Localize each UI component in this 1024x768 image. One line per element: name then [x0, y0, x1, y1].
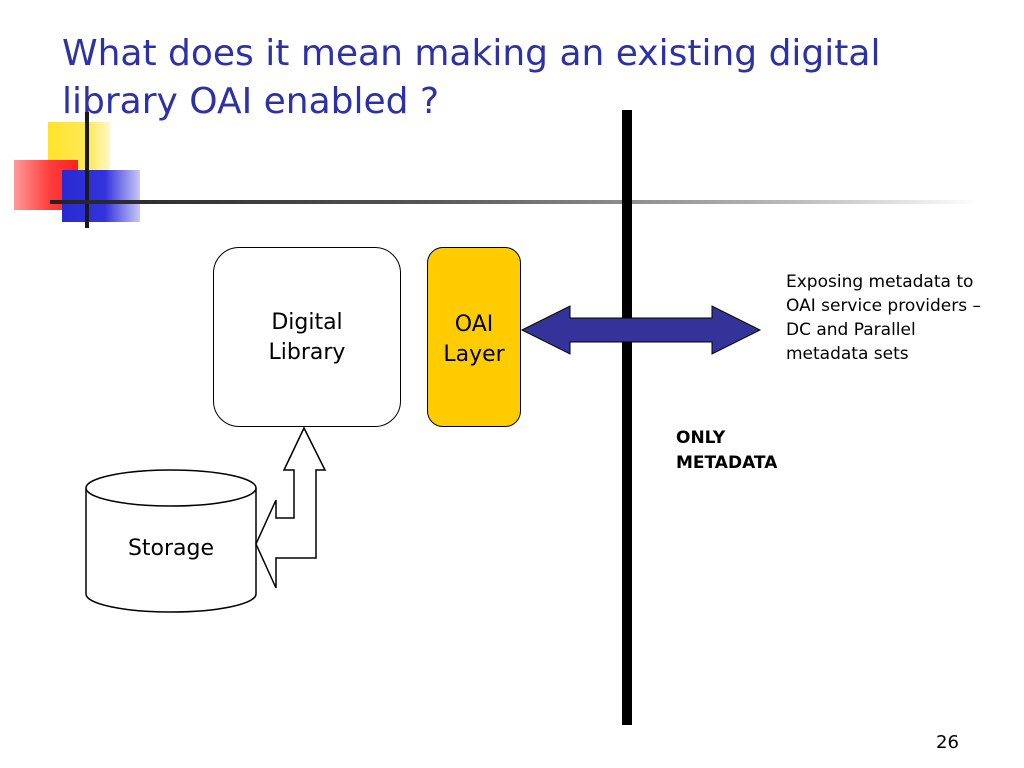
digital-library-box: Digital Library — [213, 247, 401, 427]
slide-title: What does it mean making an existing dig… — [62, 33, 881, 122]
oai-layer-label: OAI Layer — [443, 312, 505, 367]
bent-arrow-icon — [255, 426, 327, 589]
exposing-metadata-text: Exposing metadata to OAI service provide… — [786, 272, 982, 364]
only-metadata-label: ONLY METADATA — [676, 428, 778, 473]
digital-library-label: Digital Library — [268, 310, 346, 365]
boundary-divider-line — [622, 110, 632, 725]
storage-label: Storage — [127, 536, 215, 561]
storage-cylinder-icon — [85, 469, 257, 613]
page-number: 26 — [936, 732, 959, 753]
oai-layer-box: OAI Layer — [427, 247, 521, 427]
decor-blue-square — [62, 170, 140, 222]
decor-vertical-line — [85, 112, 89, 228]
decor-horizontal-rule — [50, 200, 980, 204]
double-arrow-icon — [520, 305, 762, 355]
